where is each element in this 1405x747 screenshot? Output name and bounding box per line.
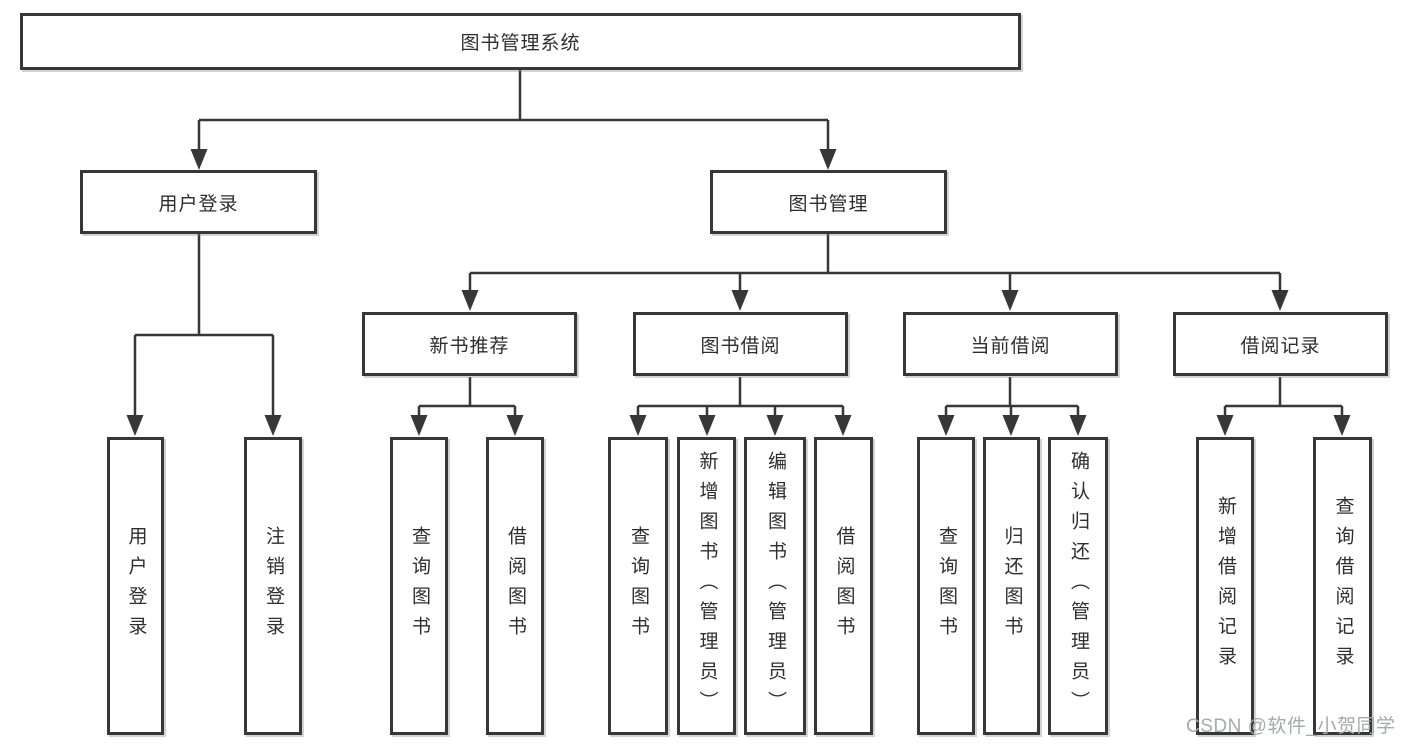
node-current-borrowing: 当前借阅 <box>903 312 1118 376</box>
arrowhead <box>766 415 784 436</box>
arrowhead <box>1069 415 1087 436</box>
arrowhead <box>819 149 837 170</box>
arrowhead <box>937 415 955 436</box>
arrowhead <box>410 415 428 436</box>
arrowhead <box>1271 290 1289 311</box>
arrowhead <box>1002 415 1020 436</box>
arrowhead <box>698 415 716 436</box>
leaf-query-books-current-label: 查询图书 <box>936 526 957 646</box>
leaf-query-borrow-record: 查询借阅记录 <box>1313 437 1372 735</box>
leaf-add-books-admin-label: 新增图书（管理员） <box>696 451 718 721</box>
leaf-query-books-recommend: 查询图书 <box>390 437 448 735</box>
node-current-borrowing-label: 当前借阅 <box>970 335 1051 357</box>
arrowhead <box>629 415 647 436</box>
leaf-borrow-books-recommend: 借阅图书 <box>486 437 544 735</box>
leaf-return-books: 归还图书 <box>983 437 1040 735</box>
node-borrowing-records: 借阅记录 <box>1173 312 1388 376</box>
node-new-book-recommendation: 新书推荐 <box>362 312 577 376</box>
leaf-return-books-label: 归还图书 <box>1001 526 1023 646</box>
node-root: 图书管理系统 <box>20 13 1021 70</box>
arrowhead <box>1001 290 1019 311</box>
node-book-borrowing: 图书借阅 <box>633 312 848 376</box>
arrowhead <box>1333 415 1351 436</box>
node-book-borrowing-label: 图书借阅 <box>700 335 781 357</box>
node-user-login: 用户登录 <box>80 170 317 234</box>
leaf-borrow-books-label: 借阅图书 <box>833 526 855 646</box>
leaf-query-books-recommend-label: 查询图书 <box>409 526 430 646</box>
arrowhead <box>1216 415 1234 436</box>
node-book-management: 图书管理 <box>710 170 947 234</box>
leaf-confirm-return-admin: 确认归还（管理员） <box>1048 437 1108 735</box>
node-borrowing-records-label: 借阅记录 <box>1240 335 1321 357</box>
node-root-label: 图书管理系统 <box>460 33 581 54</box>
arrowhead <box>506 415 524 436</box>
leaf-add-borrow-record: 新增借阅记录 <box>1196 437 1254 735</box>
leaf-user-login: 用户登录 <box>107 437 164 735</box>
arrowhead <box>264 415 282 436</box>
node-book-management-label: 图书管理 <box>788 193 869 215</box>
leaf-add-books-admin: 新增图书（管理员） <box>677 437 736 735</box>
leaf-confirm-return-admin-label: 确认归还（管理员） <box>1068 451 1089 721</box>
watermark-text: CSDN @软件_小贺同学 <box>1186 716 1396 737</box>
arrowhead <box>190 149 208 170</box>
leaf-query-books-borrowing: 查询图书 <box>608 437 668 735</box>
leaf-edit-books-admin-label: 编辑图书（管理员） <box>765 451 786 721</box>
leaf-user-login-label: 用户登录 <box>125 526 147 646</box>
leaf-query-books-borrowing-label: 查询图书 <box>628 526 649 646</box>
leaf-query-borrow-record-label: 查询借阅记录 <box>1332 496 1354 676</box>
arrowhead <box>731 290 749 311</box>
leaf-edit-books-admin: 编辑图书（管理员） <box>744 437 806 735</box>
leaf-logout: 注销登录 <box>244 437 302 735</box>
arrowhead <box>834 415 852 436</box>
node-new-book-recommendation-label: 新书推荐 <box>429 335 510 357</box>
connector-path <box>133 70 1344 418</box>
leaf-query-books-current: 查询图书 <box>917 437 975 735</box>
leaf-logout-label: 注销登录 <box>263 526 284 646</box>
leaf-borrow-books: 借阅图书 <box>814 437 873 735</box>
arrowhead <box>461 290 479 311</box>
node-user-login-label: 用户登录 <box>158 193 239 215</box>
leaf-add-borrow-record-label: 新增借阅记录 <box>1215 496 1236 676</box>
leaf-borrow-books-recommend-label: 借阅图书 <box>505 526 526 646</box>
arrowhead <box>126 415 144 436</box>
